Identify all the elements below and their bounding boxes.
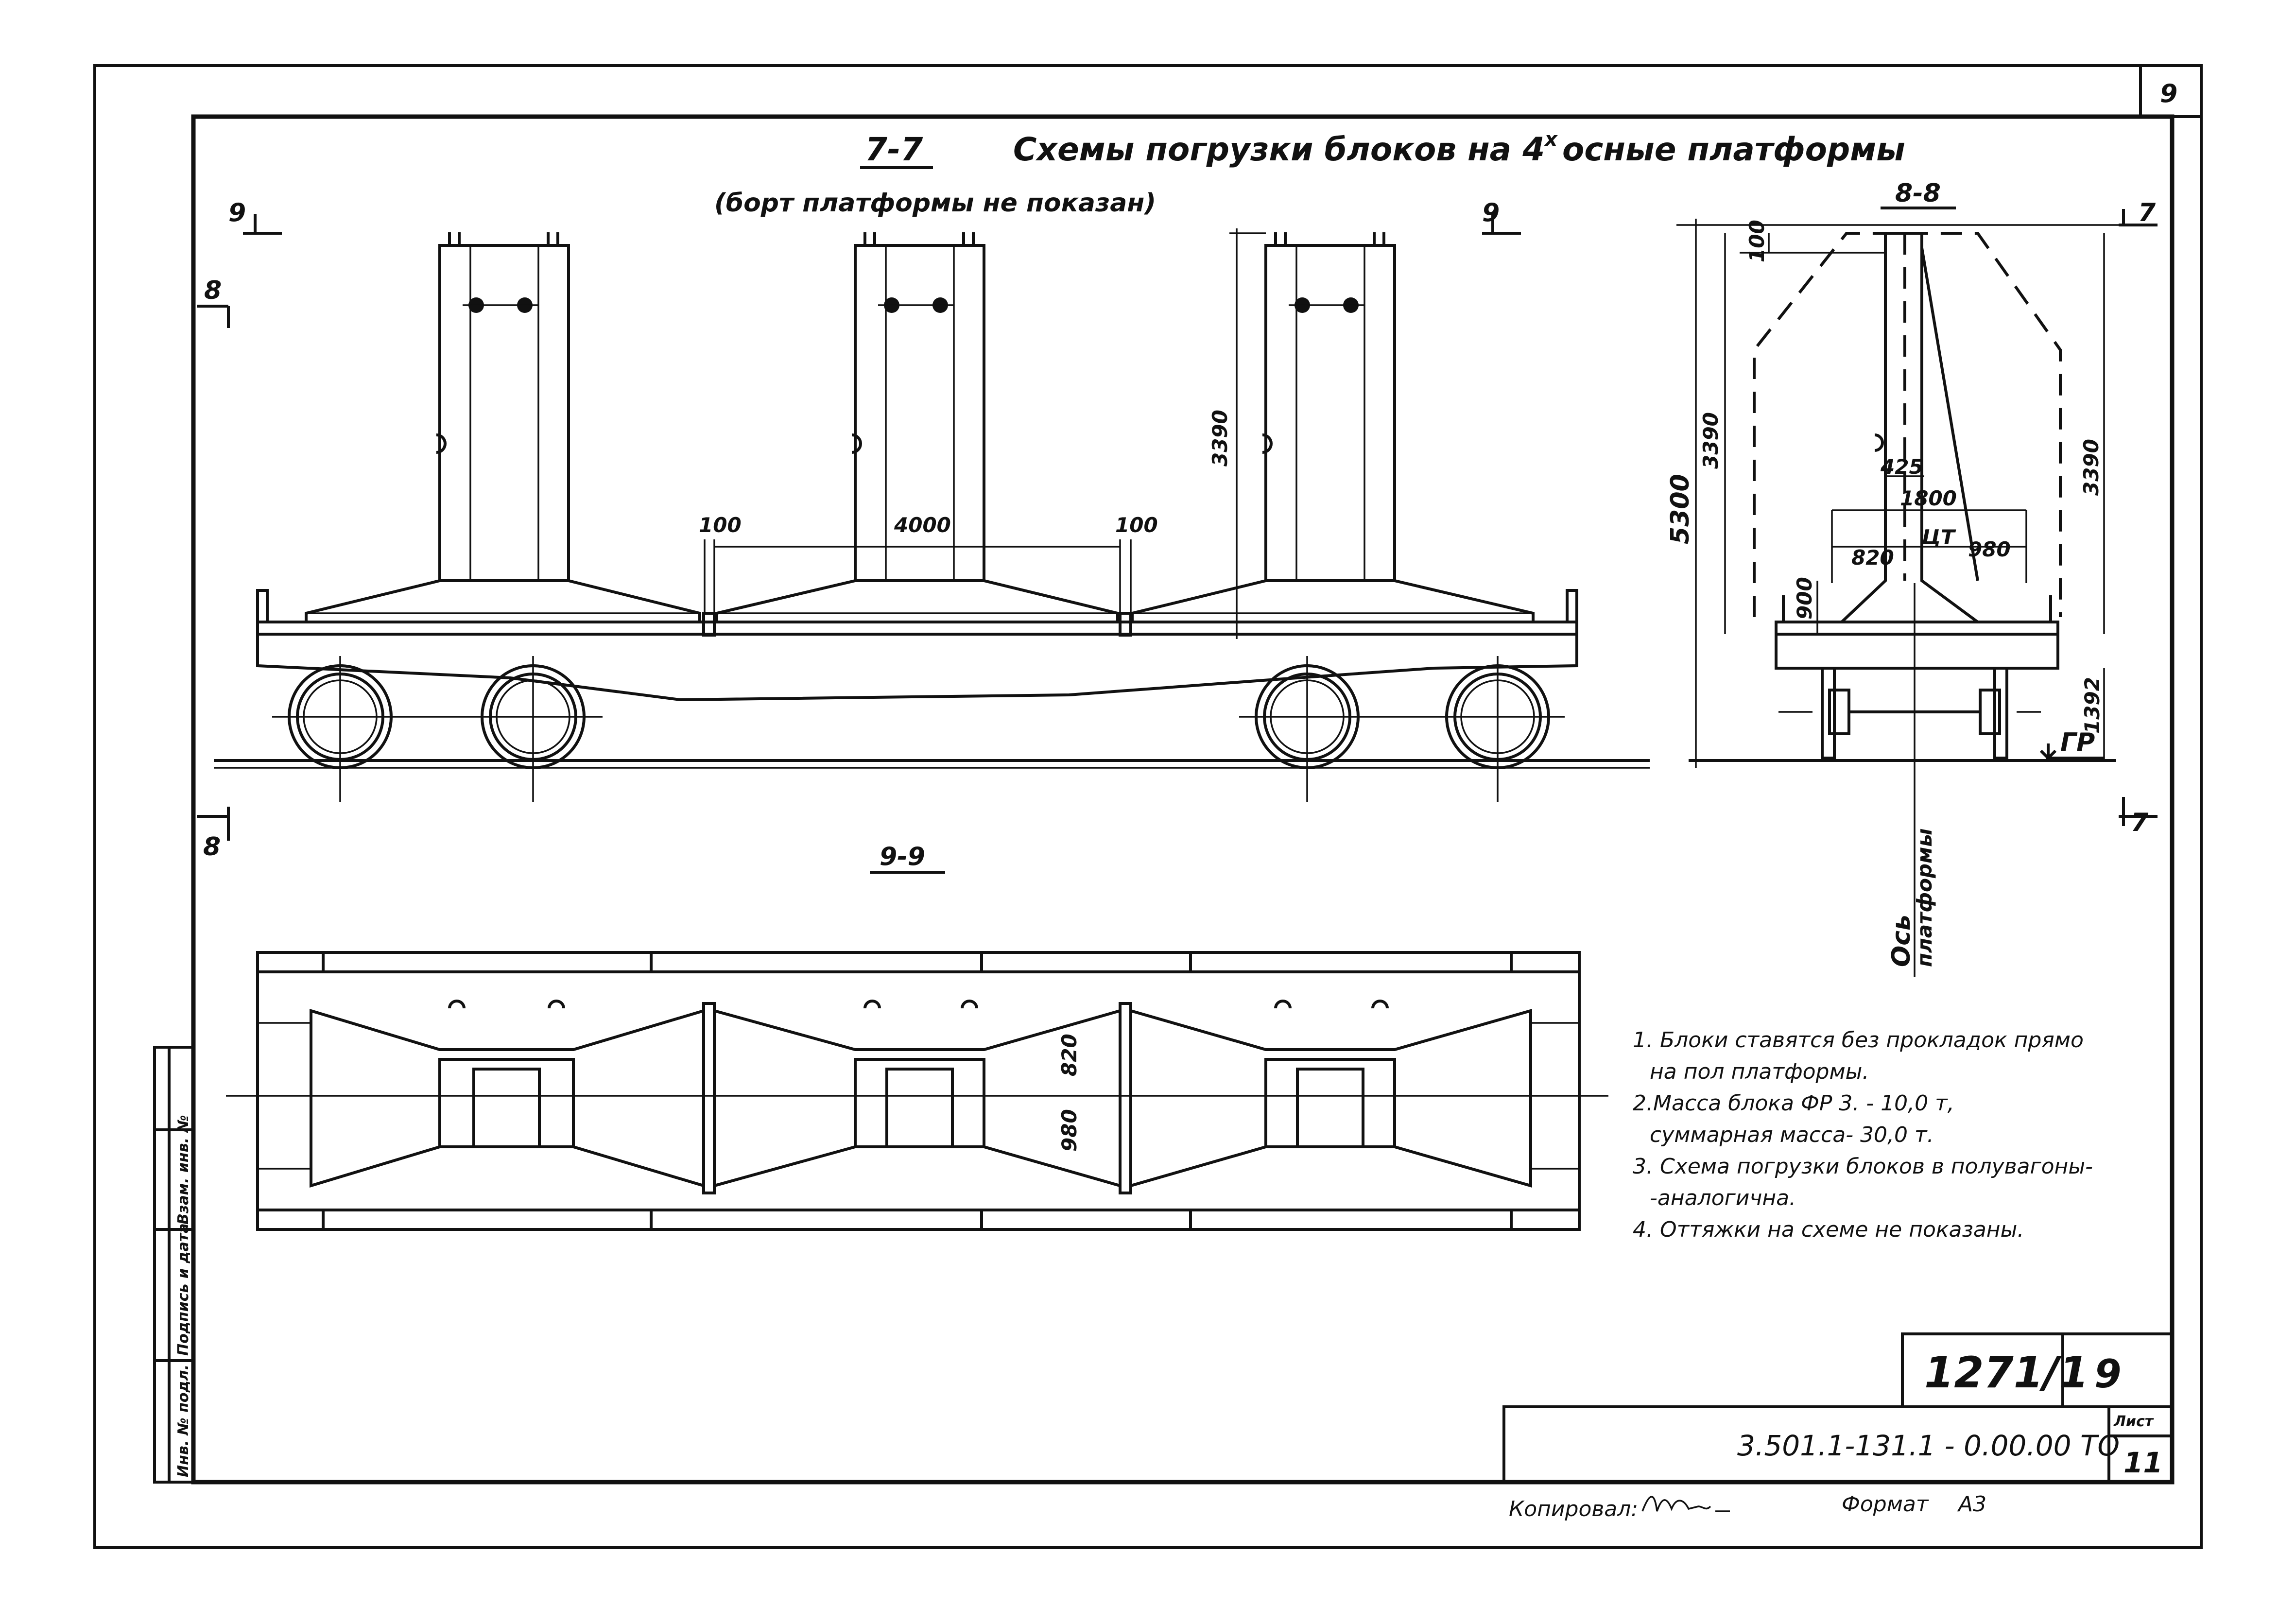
section-label-9-9: 9-9 bbox=[880, 842, 925, 871]
dim-plan-820: 820 bbox=[1057, 1034, 1081, 1076]
drawing-subtitle: (борт платформы не показан) bbox=[714, 189, 1156, 218]
plan-block-2 bbox=[713, 1000, 1132, 1194]
dim-end-gr: ГР bbox=[2060, 728, 2095, 757]
section-label-8-8: 8-8 bbox=[1895, 179, 1941, 208]
end-view: 8-8 Ось платформы 5300 3390 3390 bbox=[1666, 179, 2158, 977]
axis-label-platform: платформы bbox=[1913, 829, 1936, 967]
block-3 bbox=[1131, 232, 1535, 622]
sheet-label: Лист bbox=[2113, 1413, 2154, 1430]
dim-plan-980: 980 bbox=[1057, 1109, 1081, 1152]
dim-end-980: 980 bbox=[1968, 537, 2011, 561]
outer-frame bbox=[93, 64, 2203, 1549]
stamp-label-replacement: Взам. инв. № bbox=[175, 1115, 192, 1225]
dim-end-425: 425 bbox=[1880, 455, 1923, 479]
side-view: 100 4000 100 3390 9 9 8 8 bbox=[197, 198, 1650, 862]
note-line-4: суммарная масса- 30,0 т. bbox=[1650, 1123, 1934, 1147]
dim-end-cg: ЦТ bbox=[1922, 525, 1956, 549]
block-1 bbox=[305, 232, 701, 622]
platform-frame bbox=[256, 621, 1578, 702]
note-line-1: 1. Блоки ставятся без прокладок прямо bbox=[1633, 1028, 2084, 1053]
cut-mark-7-top: 7 bbox=[2138, 198, 2156, 227]
sheet-number: 11 bbox=[2123, 1446, 2163, 1479]
axis-label-os: Ось bbox=[1887, 915, 1916, 967]
format-value: А3 bbox=[1957, 1492, 1986, 1517]
note-line-5: 3. Схема погрузки блоков в полувагоны- bbox=[1633, 1154, 2093, 1179]
dim-end-3390-left: 3390 bbox=[1699, 412, 1723, 469]
notes: 1. Блоки ставятся без прокладок прямо на… bbox=[1633, 1028, 2093, 1242]
block-2 bbox=[715, 232, 1119, 622]
cut-mark-8-bottom: 8 bbox=[203, 832, 221, 862]
footer: Копировал: Формат А3 bbox=[1509, 1492, 1986, 1521]
left-stamp-strip: Инв. № подл. Подпись и дата Взам. инв. № bbox=[153, 1046, 195, 1484]
cut-mark-8-top: 8 bbox=[204, 276, 222, 305]
dim-side-100-left: 100 bbox=[699, 513, 742, 537]
loading-gauge-outline bbox=[1753, 232, 2062, 617]
note-line-7: 4. Оттяжки на схеме не показаны. bbox=[1633, 1217, 2024, 1242]
plan-block-1 bbox=[310, 1000, 716, 1194]
document-code: 3.501.1-131.1 - 0.00.00 ТО bbox=[1737, 1429, 2120, 1462]
cut-mark-9-left: 9 bbox=[228, 198, 246, 227]
cut-mark-9-right: 9 bbox=[1482, 198, 1500, 227]
copyist-signature bbox=[1641, 1496, 1730, 1512]
stamp-label-signature: Подпись и дата bbox=[175, 1224, 192, 1356]
album-number: 9 bbox=[2094, 1351, 2122, 1397]
dim-end-5300: 5300 bbox=[1666, 474, 1695, 544]
cut-mark-7-bottom: 7 bbox=[2131, 808, 2149, 837]
copied-label: Копировал: bbox=[1509, 1497, 1638, 1521]
dim-end-900: 900 bbox=[1793, 577, 1816, 620]
corner-sheet-box bbox=[2139, 64, 2203, 118]
note-line-3: 2.Масса блока ФР 3. - 10,0 т, bbox=[1633, 1091, 1954, 1116]
format-label: Формат bbox=[1842, 1492, 1929, 1517]
plan-view: 9-9 bbox=[226, 842, 1608, 1231]
dim-side-4000: 4000 bbox=[894, 513, 951, 537]
dim-end-820: 820 bbox=[1851, 546, 1894, 570]
corner-sheet-number: 9 bbox=[2160, 79, 2177, 108]
note-line-2: на пол платформы. bbox=[1650, 1059, 1869, 1084]
section-mark-7-7: 7-7 bbox=[865, 131, 923, 168]
project-number: 1271/1 bbox=[1924, 1348, 2089, 1398]
note-line-6: -аналогична. bbox=[1650, 1186, 1796, 1210]
dim-end-1800: 1800 bbox=[1900, 486, 1957, 510]
dim-end-3390-right: 3390 bbox=[2079, 439, 2103, 496]
dim-side-3390: 3390 bbox=[1208, 410, 1232, 467]
title-block: 1271/1 9 3.501.1-131.1 - 0.00.00 ТО Лист… bbox=[1502, 1332, 2174, 1484]
dim-end-100: 100 bbox=[1745, 220, 1769, 262]
dim-end-1392: 1392 bbox=[2080, 677, 2104, 734]
plan-block-3 bbox=[1129, 1000, 1532, 1188]
inner-frame bbox=[191, 114, 2175, 1485]
dim-side-100-right: 100 bbox=[1115, 513, 1158, 537]
stamp-label-inventory: Инв. № подл. bbox=[175, 1365, 192, 1477]
